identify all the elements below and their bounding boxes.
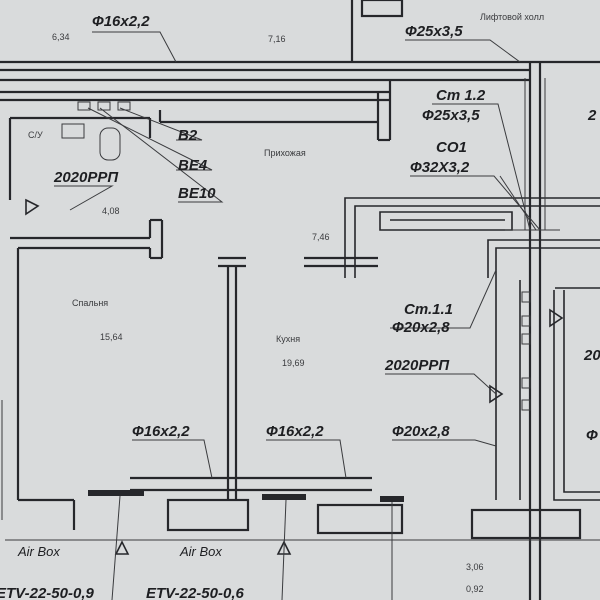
etv-label-right: ЕТV-22-50-0,6	[146, 585, 244, 600]
area-label-bottom-right-2: 0,92	[466, 584, 484, 594]
area-label-bathroom: 4,08	[102, 206, 120, 216]
pipe-label-st11: Ф20х2,8	[392, 319, 450, 336]
bathroom-walls	[8, 101, 378, 260]
pipe-label-bottom-mid: Ф16х2,2	[266, 423, 324, 440]
etv-label-left: ЕТV-22-50-0,9	[0, 585, 94, 600]
room-label-kitchen: Кухня	[276, 334, 300, 344]
pipe-label-st12: Ф25х3,5	[422, 107, 480, 124]
edge-label-right-low: Ф	[586, 427, 598, 444]
airbox-label-left: Air Box	[17, 544, 60, 559]
pipe-label-top-right: Ф25х3,5	[405, 23, 463, 40]
area-label-top-mid: 7,16	[268, 34, 286, 44]
riser-label-st12: Ст 1.2	[436, 87, 486, 104]
area-label-kitchen: 19,69	[282, 358, 305, 368]
room-label-hallway: Прихожая	[264, 148, 306, 158]
riser-label-co1: СО1	[436, 139, 467, 156]
area-label-top-left: 6,34	[52, 32, 70, 42]
pipe-label-co1: Ф32Х3,2	[410, 159, 470, 176]
pipe-label-top-left: Ф16х2,2	[92, 13, 150, 30]
riser-label-st11: Ст.1.1	[404, 301, 453, 318]
room-label-bedroom: Спальня	[72, 298, 108, 308]
airbox-label-right: Air Box	[179, 544, 222, 559]
drawing-labels: Ф16х2,2 Ф25х3,5 Лифтовой холл 6,34 7,16 …	[0, 12, 600, 600]
leader-lines	[54, 31, 541, 479]
edge-label-right-mid: 20	[583, 347, 600, 364]
pipe-label-right-low: Ф20х2,8	[392, 423, 450, 440]
area-label-bedroom: 15,64	[100, 332, 123, 342]
fixture-label-b2: В2	[178, 127, 198, 144]
equipment-markers	[1, 198, 600, 600]
pipe-label-bottom-left: Ф16х2,2	[132, 423, 190, 440]
area-label-bottom-right-1: 3,06	[466, 562, 484, 572]
fixture-label-be4: ВЕ4	[178, 157, 208, 174]
elevator-hall-label: Лифтовой холл	[480, 12, 544, 22]
edge-label-right-top: 2	[587, 107, 597, 124]
room-label-bathroom: С/У	[28, 130, 43, 140]
area-label-hallway: 7,46	[312, 232, 330, 242]
interior-walls	[16, 248, 582, 540]
radiator-label-right: 2020РРП	[384, 357, 450, 374]
radiator-label-left: 2020РРП	[53, 169, 119, 186]
fixture-label-be10: ВЕ10	[178, 185, 216, 202]
